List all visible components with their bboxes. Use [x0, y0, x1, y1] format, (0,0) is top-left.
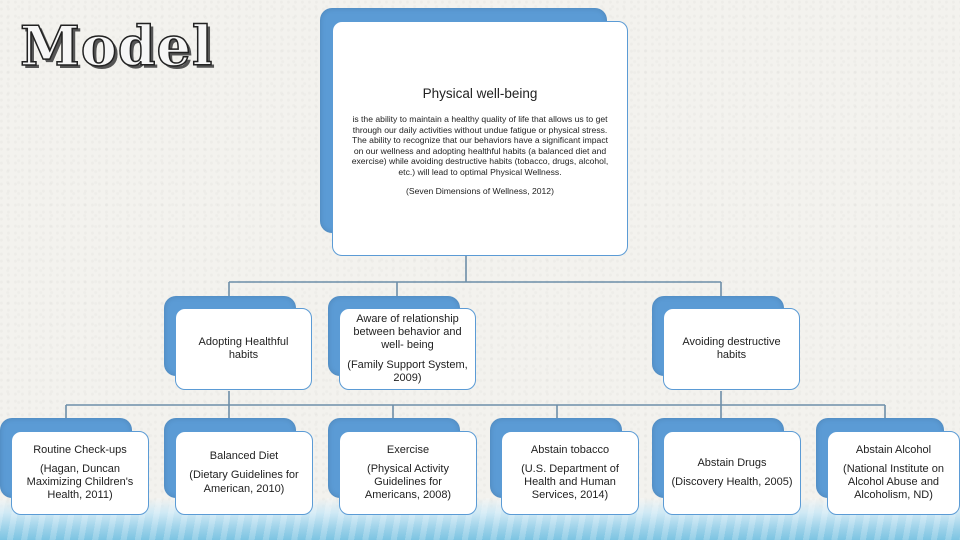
- aware-relationship-citation: (Family Support System, 2009): [347, 358, 468, 384]
- physical-wellbeing-definition: is the ability to maintain a healthy qua…: [351, 114, 609, 177]
- avoiding-destructive-habits-label: Avoiding destructive habits: [682, 335, 781, 361]
- abstain-drugs-label: Abstain Drugs: [697, 456, 767, 469]
- balanced-diet-citation: (Dietary Guidelines for American, 2010): [189, 469, 299, 495]
- routine-checkups-citation: (Hagan, Duncan Maximizing Children's Hea…: [26, 462, 134, 502]
- avoiding-destructive-habits-box: Avoiding destructive habits: [652, 296, 802, 392]
- abstain-alcohol-label: Abstain Alcohol: [855, 443, 932, 456]
- exercise-label: Exercise: [386, 443, 430, 456]
- abstain-tobacco-citation: (U.S. Department of Health and Human Ser…: [521, 462, 619, 502]
- aware-relationship-box: Aware of relationship between behavior a…: [328, 296, 478, 392]
- abstain-alcohol-citation: (National Institute on Alcohol Abuse and…: [843, 462, 944, 502]
- adopting-healthful-habits-box: Adopting Healthful habits: [164, 296, 314, 392]
- abstain-tobacco-box: Abstain tobacco (U.S. Department of Heal…: [490, 418, 640, 516]
- physical-wellbeing-box: Physical well-being is the ability to ma…: [320, 8, 630, 258]
- physical-wellbeing-citation: (Seven Dimensions of Wellness, 2012): [406, 185, 554, 196]
- adopting-healthful-habits-label: Adopting Healthful habits: [198, 335, 289, 361]
- abstain-tobacco-label: Abstain tobacco: [530, 443, 610, 456]
- abstain-drugs-box: Abstain Drugs (Discovery Health, 2005): [652, 418, 802, 516]
- balanced-diet-box: Balanced Diet (Dietary Guidelines for Am…: [164, 418, 314, 516]
- balanced-diet-label: Balanced Diet: [209, 450, 279, 463]
- aware-relationship-label: Aware of relationship between behavior a…: [353, 313, 462, 352]
- abstain-alcohol-box: Abstain Alcohol (National Institute on A…: [816, 418, 960, 516]
- routine-checkups-box: Routine Check-ups (Hagan, Duncan Maximiz…: [0, 418, 150, 516]
- exercise-citation: (Physical Activity Guidelines for Americ…: [364, 462, 452, 502]
- routine-checkups-label: Routine Check-ups: [33, 443, 127, 456]
- abstain-drugs-citation: (Discovery Health, 2005): [671, 476, 793, 488]
- physical-wellbeing-heading: Physical well-being: [422, 86, 538, 101]
- slide-title: Model: [19, 13, 214, 79]
- exercise-box: Exercise (Physical Activity Guidelines f…: [328, 418, 478, 516]
